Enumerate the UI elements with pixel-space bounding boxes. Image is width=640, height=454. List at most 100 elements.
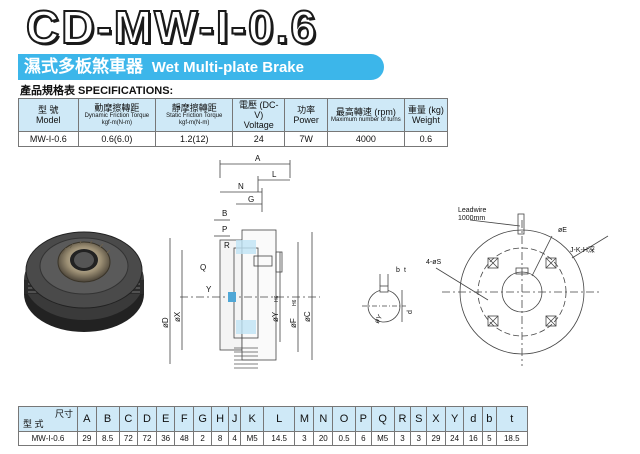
dimension-letter-O: O (332, 406, 356, 432)
dimension-letter-K: K (240, 406, 265, 432)
dimension-letter-F: F (174, 406, 195, 432)
dim-label: øF (289, 318, 298, 328)
spec-cell: 7W (284, 131, 329, 147)
dim-label: H6 (292, 299, 298, 306)
spec-cell: 4000 (327, 131, 405, 147)
dimension-value-b: 5 (482, 431, 497, 446)
model-title: CD-MW-I-0.6 (25, 1, 318, 53)
title-band (18, 54, 384, 80)
dim-label: N (238, 182, 244, 191)
dimension-letter-t: t (495, 406, 529, 432)
j-thread-label: J-K-H深 (570, 245, 595, 254)
dimension-letter-E: E (155, 406, 176, 432)
dimension-letter-M: M (294, 406, 315, 432)
dimension-letter-B: B (95, 406, 120, 432)
spec-cell: 0.6(6.0) (77, 131, 157, 147)
dim-label: G (248, 195, 254, 204)
dimension-value-K: M5 (240, 431, 265, 446)
dimension-letter-b: b (482, 406, 497, 432)
dimension-value-Q: M5 (370, 431, 395, 446)
dimension-model: MW-I-0.6 (18, 431, 78, 446)
dimension-value-Y: 24 (444, 431, 465, 446)
e-diameter-label: øE (558, 227, 567, 234)
dimension-letter-X: X (426, 406, 446, 432)
dimension-letter-P: P (354, 406, 372, 432)
dimension-value-t: 18.5 (495, 431, 529, 446)
dim-label: H6 (274, 295, 280, 302)
spec-cell: 1.2(12) (155, 131, 234, 147)
leadwire-label: Leadwire (458, 207, 487, 214)
dimension-letter-D: D (137, 406, 157, 432)
dimension-value-L: 14.5 (263, 431, 296, 446)
dimension-letter-R: R (393, 406, 412, 432)
key-label: øY (374, 313, 385, 325)
dimension-letter-C: C (118, 406, 139, 432)
spec-col-maxrpm: 最高轉速 (rpm)Maximum number of turns (327, 98, 405, 132)
spec-col-weight: 重量 (kg)Weight (403, 98, 449, 132)
band-title-cn: 濕式多板煞車器 (24, 57, 143, 76)
dimension-value-M: 3 (294, 431, 315, 446)
dimension-value-d: 16 (463, 431, 484, 446)
dimension-letter-Q: Q (370, 406, 395, 432)
band-title: 濕式多板煞車器 Wet Multi-plate Brake (24, 56, 304, 79)
key-label: b (396, 267, 400, 274)
dimension-letter-A: A (77, 406, 97, 432)
dim-label: Y (206, 285, 212, 294)
dimension-value-A: 29 (77, 431, 97, 446)
dim-label: A (255, 154, 261, 163)
dim-label: B (222, 209, 227, 218)
keyway-detail: b t d øY (362, 267, 414, 325)
dim-label: L (272, 170, 277, 179)
spec-data-row: MW-I-0.6 0.6(6.0) 1.2(12) 24 7W 4000 0.6 (18, 131, 449, 147)
dimension-value-G: 2 (193, 431, 213, 446)
dimension-value-P: 6 (354, 431, 372, 446)
dimension-letter-J: J (227, 406, 242, 432)
dimension-value-O: 0.5 (332, 431, 356, 446)
dimension-value-J: 4 (227, 431, 242, 446)
product-photo (24, 231, 144, 332)
dimension-value-F: 48 (174, 431, 195, 446)
key-label: t (404, 267, 406, 274)
dimension-value-X: 29 (426, 431, 446, 446)
front-view-drawing: Leadwire 1000mm øE 4-øS J-K-H深 (426, 207, 609, 366)
spec-heading: 產品規格表 SPECIFICATIONS: (20, 85, 174, 97)
dim-label: øY (271, 311, 280, 322)
dim-label: R (224, 241, 230, 250)
dimension-value-R: 3 (393, 431, 412, 446)
dimension-value-H: 8 (211, 431, 229, 446)
dimension-letter-G: G (193, 406, 213, 432)
s-holes-label: 4-øS (426, 259, 442, 266)
dim-label: P (222, 225, 227, 234)
dimension-letter-S: S (410, 406, 428, 432)
dimension-value-S: 3 (410, 431, 428, 446)
dim-label: øC (303, 311, 312, 322)
dimension-letter-L: L (263, 406, 296, 432)
spec-cell: MW-I-0.6 (18, 131, 79, 147)
band-title-en: Wet Multi-plate Brake (151, 59, 304, 76)
dim-label: Q (200, 263, 206, 272)
dimension-value-D: 72 (137, 431, 157, 446)
spec-cell: 24 (232, 131, 286, 147)
dimension-value-N: 20 (313, 431, 334, 446)
key-label: d (407, 310, 414, 314)
dim-label: øD (161, 317, 170, 328)
dimension-value-E: 36 (155, 431, 176, 446)
dimension-corner: 尺寸 型 式 (18, 406, 78, 432)
dimension-value-C: 72 (118, 431, 139, 446)
dimension-value-B: 8.5 (95, 431, 120, 446)
dimension-letter-H: H (211, 406, 229, 432)
dimension-letter-Y: Y (444, 406, 465, 432)
side-section-drawing: A L N G B P R Q Y øD øX øY øF øC H6 H6 (161, 154, 320, 369)
spec-cell: 0.6 (403, 131, 449, 147)
leadwire-length: 1000mm (458, 215, 485, 222)
dimension-letter-N: N (313, 406, 334, 432)
dimension-letter-d: d (463, 406, 484, 432)
